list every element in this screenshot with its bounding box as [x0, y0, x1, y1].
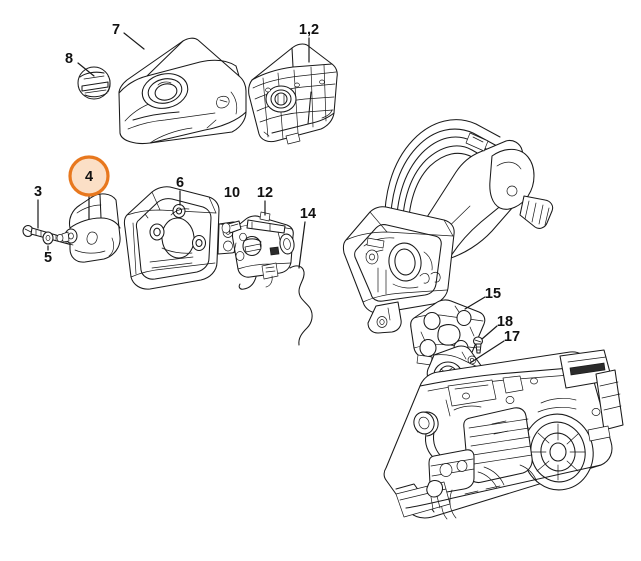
highlight-label: 4 — [85, 169, 93, 185]
callout-7-label: 7 — [112, 22, 120, 38]
part-6-filter-housing[interactable] — [123, 186, 240, 290]
callout-3-label: 3 — [34, 184, 42, 200]
callout-17-label: 17 — [504, 329, 520, 345]
callout-14-label: 14 — [300, 206, 316, 222]
part-8-cover-knob[interactable] — [77, 66, 111, 100]
part-18-screw-small[interactable] — [472, 336, 484, 354]
leader-14 — [298, 221, 306, 269]
engine-block-assembly[interactable] — [383, 349, 624, 520]
leader-15 — [464, 296, 486, 310]
leader-8 — [77, 62, 95, 77]
leader-17 — [469, 340, 505, 364]
callout-6-label: 6 — [176, 175, 184, 191]
callout-18-label: 18 — [497, 314, 513, 330]
engine-shroud-plate[interactable] — [342, 206, 455, 334]
highlight-circle[interactable] — [68, 155, 110, 197]
part-4-choke-shutter-cover[interactable] — [56, 193, 121, 263]
part-5-washer[interactable] — [42, 231, 54, 245]
leader-7 — [123, 32, 145, 50]
leader-lines — [37, 32, 505, 364]
part-14-fuel-hose[interactable] — [289, 265, 313, 346]
callout-1-2-label: 1,2 — [299, 22, 319, 38]
part-7-shroud-cover[interactable] — [118, 37, 247, 144]
callout-5-label: 5 — [44, 250, 52, 266]
callout-labels: 8 7 1,2 3 5 6 10 12 14 15 18 17 — [34, 22, 520, 345]
callout-10-label: 10 — [224, 185, 240, 201]
part-1-2-air-filter-element[interactable] — [248, 43, 338, 145]
callout-15-label: 15 — [485, 286, 501, 302]
highlighted-callout-4[interactable]: 4 — [68, 155, 110, 197]
leader-18 — [481, 325, 498, 340]
part-10-carburetor[interactable] — [221, 211, 295, 290]
callout-12-label: 12 — [257, 185, 273, 201]
callout-8-label: 8 — [65, 51, 73, 67]
